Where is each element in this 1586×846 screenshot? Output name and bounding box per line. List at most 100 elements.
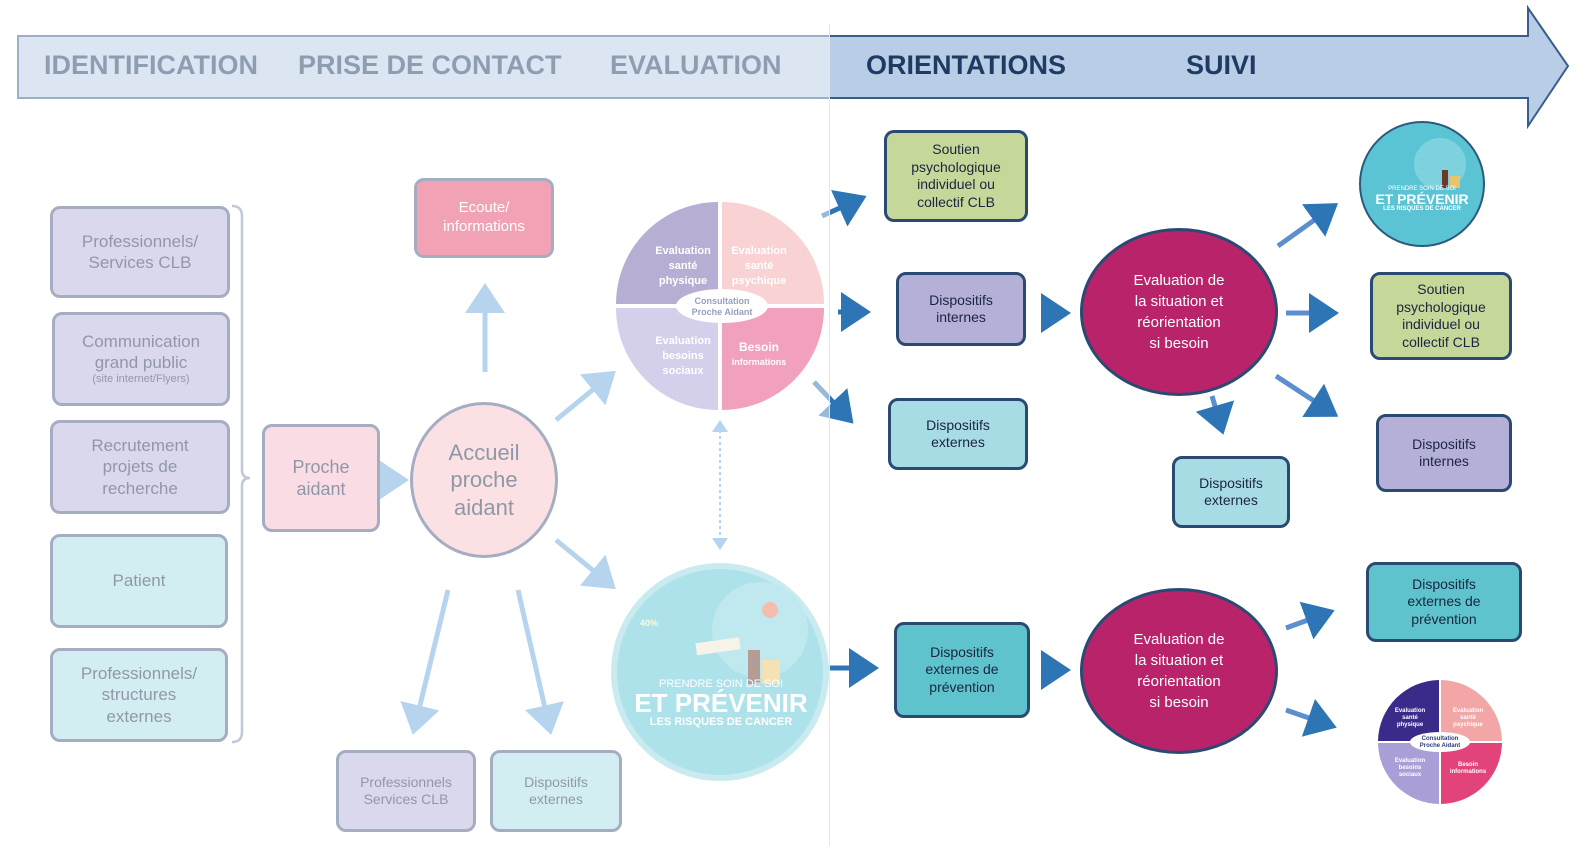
text-line: collectif CLB (1402, 333, 1480, 350)
small-wheel-center: Consultation Proche Aidant (1412, 736, 1468, 750)
text-line: Ecoute/ (458, 199, 510, 217)
text-line: Soutien (1417, 281, 1465, 297)
arrow-reor1-to-badge (1276, 203, 1339, 249)
text-line: psychique (731, 274, 787, 287)
arrow-accueil-to-consultation (554, 370, 616, 422)
text-line: Proche Aidant (1419, 743, 1461, 750)
text-line: projets de (102, 457, 178, 477)
small-wheel-q3: Evaluation besoins sociaux (1384, 758, 1436, 780)
text-line: Accueil (448, 439, 520, 465)
arrow-consult-to-soutien (820, 190, 867, 227)
wheel-q1-label: Evaluation santé physique (646, 244, 720, 289)
arrow-consult-to-externes (812, 380, 854, 424)
text-line: Services CLB (363, 791, 449, 807)
arrow-reor2-to-prevention (1285, 601, 1335, 640)
text-line: santé (744, 259, 774, 272)
text-line: Proche (292, 456, 350, 477)
stage-suivi: SUIVI (1186, 50, 1257, 80)
text-line: individuel ou (1402, 316, 1480, 332)
text-line: Evaluation (731, 245, 787, 257)
text-line: besoins (662, 349, 704, 362)
text-line: Evaluation de (1133, 631, 1225, 648)
orientation-prevention-box: Dispositifs externes de prévention (894, 622, 1030, 718)
wheel-center-label: Consultation Proche Aidant (676, 296, 768, 318)
text-line: Besoin (1457, 762, 1478, 768)
text-line: Evaluation (1394, 708, 1426, 714)
prevention-badge-small (1359, 121, 1485, 247)
badge-line2: ET PRÉVENIR (634, 688, 808, 718)
small-wheel-labels: Evaluation santé physique Evaluation san… (1378, 706, 1502, 780)
arrow-accueil-to-pro-services (400, 589, 451, 735)
text-line: sociaux (1398, 772, 1422, 779)
ecoute-box: Ecoute/ informations (414, 178, 554, 258)
text-line: Professionnels/ (81, 231, 199, 251)
reorientation-oval-bottom: Evaluation de la situation et réorientat… (1080, 588, 1278, 754)
arrow-reor2-to-wheel (1285, 698, 1337, 737)
wheel-q2-label: Evaluation santé psychique (722, 244, 796, 289)
source-professionnels-externes: Professionnels/ structures externes (50, 648, 228, 742)
small-wheel-q2: Evaluation santé psychique (1442, 708, 1494, 730)
text-line: Soutien (932, 141, 980, 157)
text-line: structures (101, 685, 177, 705)
text-line: externes (1204, 492, 1258, 508)
text-line: Dispositifs (926, 416, 990, 433)
prevention-badge-text: 40% PRENDRE SOIN DE SOI ET PRÉVENIR LES … (626, 618, 816, 728)
text-line: Evaluation (655, 335, 711, 347)
text-line: informations (443, 218, 525, 235)
prevention-badge-small-text: PRENDRE SOIN DE SOI ET PRÉVENIR LES RISQ… (1364, 186, 1480, 212)
badge-small-line2: ET PRÉVENIR (1375, 191, 1469, 207)
text-line: Evaluation (1394, 758, 1426, 764)
text-line: externes (931, 434, 985, 450)
text-line: la situation et (1134, 293, 1224, 310)
text-line: psychologique (1396, 298, 1486, 315)
stage-prise-contact: PRISE DE CONTACT (298, 50, 562, 80)
suivi-externes-box: Dispositifs externes (1172, 456, 1290, 528)
source-patient: Patient (50, 534, 228, 628)
arrow-accueil-to-dispositifs-ext (515, 589, 564, 735)
text-line: Services CLB (88, 253, 192, 272)
text-line: Consultation (694, 296, 750, 306)
text-line: Consultation (1421, 736, 1459, 742)
accueil-circle: Accueil proche aidant (410, 402, 558, 558)
badge-small-line1: PRENDRE SOIN DE SOI (1388, 186, 1456, 192)
orientation-externes-box: Dispositifs externes (888, 398, 1028, 470)
text-line: Communication (81, 331, 201, 351)
suivi-soutien-box: Soutien psychologique individuel ou coll… (1370, 272, 1512, 360)
stage-identification: IDENTIFICATION (44, 50, 258, 80)
text-line: Dispositifs (929, 291, 993, 308)
text-line: externes de (925, 661, 999, 678)
text-line: Dispositifs (1412, 575, 1476, 592)
text-line: réorientation (1137, 314, 1221, 331)
sources-bracket (231, 204, 251, 744)
badge-pct: 40% (640, 618, 659, 628)
text-line: physique (658, 274, 708, 287)
arrow-reor1-to-internes (1274, 373, 1339, 418)
text-line: Proche Aidant (691, 306, 753, 317)
small-wheel-q1: Evaluation santé physique (1384, 708, 1436, 730)
text-line: santé (1402, 715, 1418, 722)
text-line: externes de (1407, 593, 1481, 610)
wheel-q4-label: Besoin informations (722, 338, 796, 370)
text-line: sociaux (662, 364, 704, 377)
suivi-prevention-box: Dispositifs externes de prévention (1366, 562, 1522, 642)
text-line: Besoin (738, 340, 779, 354)
text-line: Patient (112, 571, 166, 591)
professionnels-services-clb-box: Professionnels Services CLB (336, 750, 476, 832)
consultation-wheel-small (1378, 680, 1502, 804)
text-line: si besoin (1149, 335, 1209, 352)
text-line: santé (1460, 715, 1476, 722)
badge-small-line3: LES RISQUES DE CANCER (1383, 206, 1461, 212)
text-line: psychologique (911, 158, 1001, 175)
text-line: externes (529, 791, 583, 807)
text-line: Professionnels (360, 773, 452, 790)
text-line: si besoin (1149, 694, 1209, 711)
text-line: Dispositifs (930, 643, 994, 660)
text-line: aidant (296, 479, 346, 499)
text-line: (site internet/Flyers) (92, 373, 190, 386)
arrow-reor1-to-externes (1195, 395, 1235, 435)
source-communication: Communication grand public (site interne… (52, 312, 230, 406)
text-line: Evaluation de (1133, 272, 1225, 289)
small-wheel-q4: Besoin informations (1442, 762, 1494, 776)
text-line: internes (1419, 453, 1469, 469)
text-line: informations (731, 357, 787, 367)
